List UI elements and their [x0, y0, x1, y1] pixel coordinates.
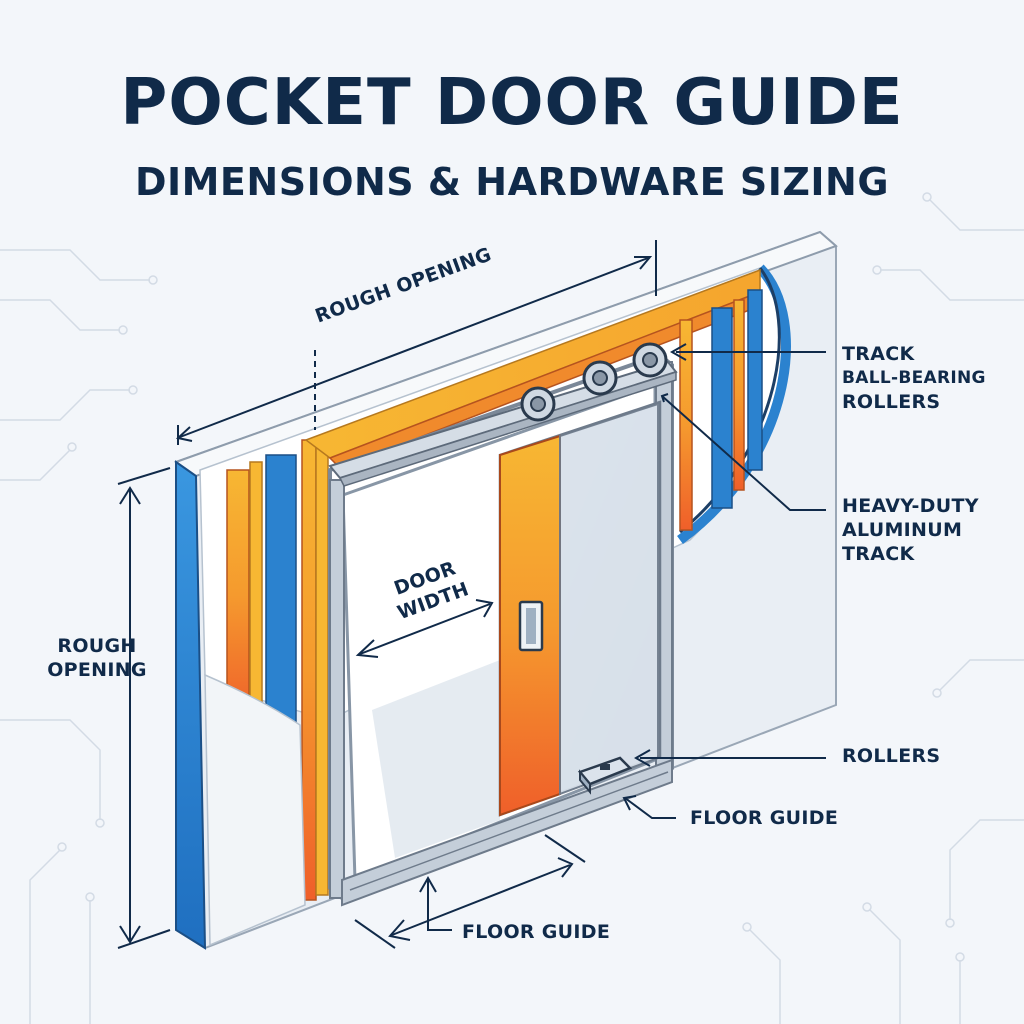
circuit-background: [0, 192, 1024, 1024]
floor-guide-bracket: [577, 756, 633, 795]
roller-wheel: [632, 342, 668, 378]
pocket-studs: [679, 289, 763, 531]
callout-lines: [419, 343, 826, 931]
aluminum-track-label: HEAVY-DUTY ALUMINUM TRACK: [842, 495, 979, 565]
roller-wheel: [520, 386, 556, 422]
page-title: POCKET DOOR GUIDE: [120, 66, 904, 140]
floor-shadow: [372, 660, 500, 858]
drywall-patch: [204, 673, 306, 947]
floor-guide-bottom-label: FLOOR GUIDE: [462, 921, 611, 943]
left-studs: [226, 439, 329, 901]
roller-wheel: [582, 360, 618, 396]
track-rollers-label: TRACK BALL-BEARING ROLLERS: [842, 343, 986, 413]
roller-assembly: [520, 342, 668, 422]
rough-opening-left-label: ROUGH OPENING: [47, 635, 147, 681]
dimension-lines: [117, 240, 657, 949]
sliding-door: [498, 400, 662, 817]
page-subtitle: DIMENSIONS & HARDWARE SIZING: [134, 160, 890, 204]
floor-guide-right-label: FLOOR GUIDE: [690, 807, 839, 829]
rollers-label: ROLLERS: [842, 745, 941, 767]
